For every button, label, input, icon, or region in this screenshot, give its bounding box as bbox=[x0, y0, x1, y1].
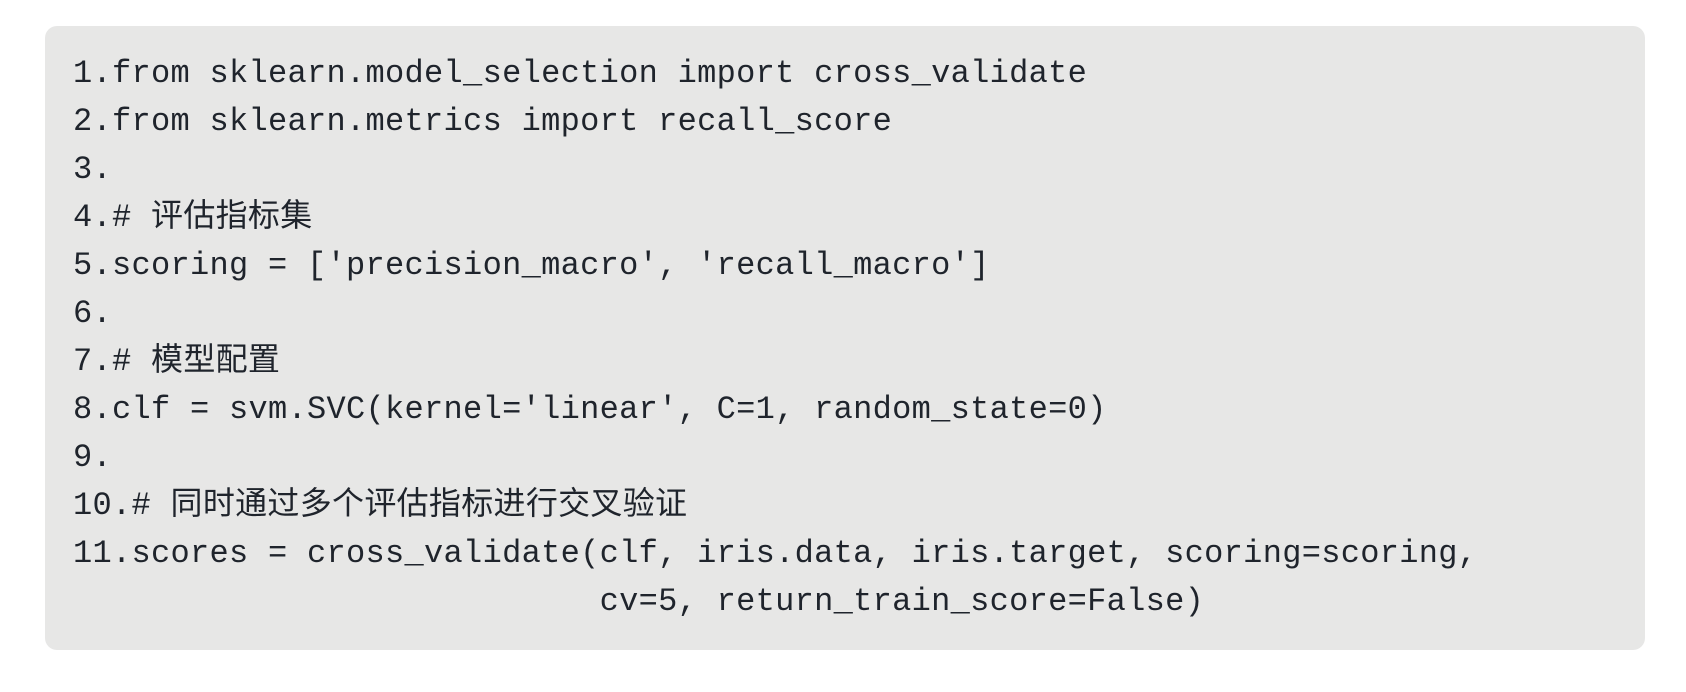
code-line-1: 1.from sklearn.model_selection import cr… bbox=[73, 55, 1088, 92]
code-line-8: 8.clf = svm.SVC(kernel='linear', C=1, ra… bbox=[73, 391, 1107, 428]
code-line-4: 4.# 评估指标集 bbox=[73, 199, 313, 236]
code-line-6: 6. bbox=[73, 295, 113, 332]
code-line-11: 11.scores = cross_validate(clf, iris.dat… bbox=[73, 535, 1478, 572]
code-line-7: 7.# 模型配置 bbox=[73, 343, 281, 380]
code-block: 1.from sklearn.model_selection import cr… bbox=[45, 26, 1645, 650]
code-line-11-wrap: cv=5, return_train_score=False) bbox=[73, 583, 1205, 620]
code-line-2: 2.from sklearn.metrics import recall_sco… bbox=[73, 103, 893, 140]
code-line-3: 3. bbox=[73, 151, 113, 188]
code-line-9: 9. bbox=[73, 439, 113, 476]
code-line-5: 5.scoring = ['precision_macro', 'recall_… bbox=[73, 247, 990, 284]
code-line-10: 10.# 同时通过多个评估指标进行交叉验证 bbox=[73, 487, 688, 524]
